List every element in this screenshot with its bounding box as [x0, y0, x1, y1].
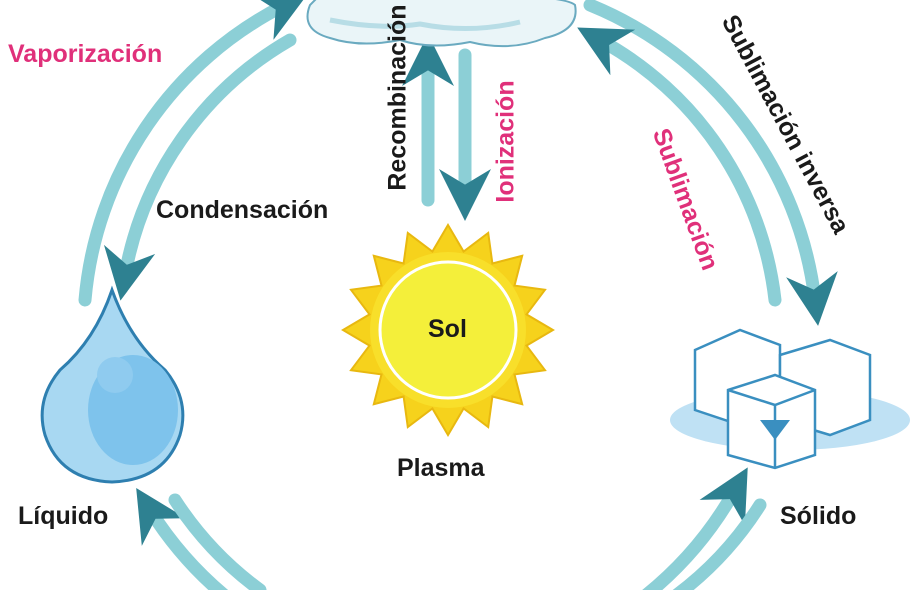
vaporization-label: Vaporización [8, 40, 163, 68]
condensation-label: Condensación [156, 196, 329, 224]
cloud-icon [306, 0, 577, 48]
recombination-label: Recombinación [383, 4, 412, 191]
sublimation-arrow [577, 27, 782, 307]
melting-arrow-left [168, 493, 267, 590]
sun-icon [341, 223, 555, 437]
ionization-label: Ionización [491, 80, 520, 203]
solid-arrow-right [672, 498, 767, 590]
vaporization-arrow [78, 0, 309, 307]
plasma-label: Plasma [397, 454, 485, 482]
fusion-arrow-right [642, 467, 748, 590]
condensation-arrow [103, 33, 297, 301]
ice-cubes-icon [670, 328, 910, 470]
freezing-arrow-left [136, 487, 229, 590]
reverse-sublimation-arrow [583, 0, 838, 326]
solid-label: Sólido [780, 502, 857, 530]
liquid-label: Líquido [18, 502, 109, 530]
sun-label: Sol [428, 315, 467, 343]
water-drop-icon [40, 285, 185, 484]
